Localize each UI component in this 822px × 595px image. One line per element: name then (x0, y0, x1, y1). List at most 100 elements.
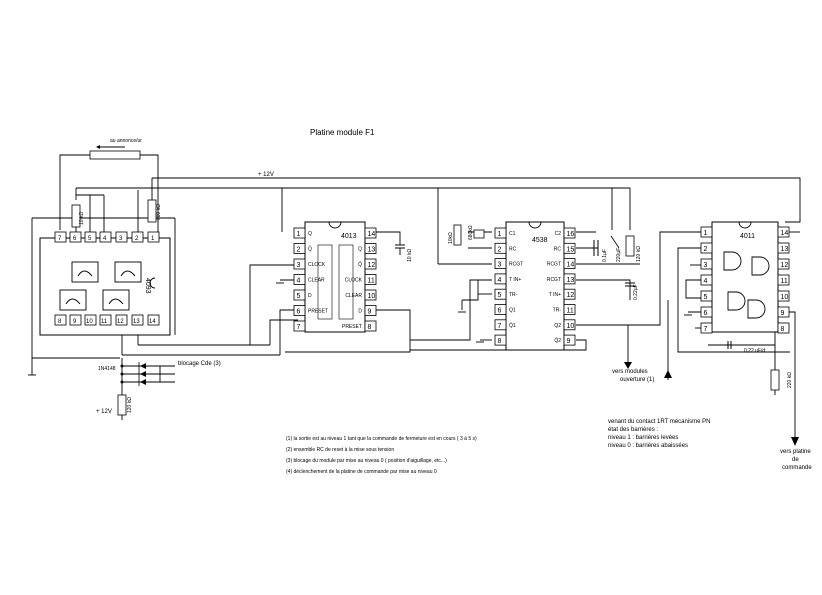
pin-label: 6 (73, 236, 77, 242)
pin-function-label: RC (554, 246, 562, 252)
pin-label: 13 (781, 246, 789, 253)
footnote: (4) déclenchement de la platine de comma… (286, 469, 437, 475)
resistor-4093-a: 10 kΩ (71, 204, 85, 228)
pin (494, 319, 507, 331)
pin-label: 1 (498, 231, 502, 238)
pin-label: 7 (704, 326, 708, 333)
pin (777, 258, 790, 270)
svg-text:vers platine: vers platine (780, 449, 811, 455)
pin (563, 227, 576, 239)
pin-label: 12 (368, 262, 376, 269)
pin (364, 289, 377, 301)
pin-function-label: Q̄1 (509, 322, 516, 329)
pin-label: 10 (567, 323, 575, 330)
pin (364, 320, 377, 332)
arrow-down-icon (791, 437, 799, 446)
pin (293, 289, 306, 301)
pin-function-label: Q1 (509, 308, 516, 314)
chip-name: 4093 (144, 278, 151, 294)
top-resistor: au annonce/ur (89, 138, 142, 160)
pin (494, 258, 507, 270)
pin-label: 7 (297, 324, 301, 331)
pin-label: 13 (567, 277, 575, 284)
footnote: (3) blocage du module par mise au niveau… (286, 458, 447, 464)
pin (563, 288, 576, 300)
pin (494, 242, 507, 254)
pin-label: 16 (567, 231, 575, 238)
pin (563, 334, 576, 346)
diode-icon (140, 371, 146, 377)
pin-label: 10 (86, 319, 93, 325)
pin-function-label: Q̄2 (554, 337, 561, 344)
rc-network-4011: 0,22 uF/d 220 kΩ (727, 341, 793, 391)
pin-function-label: Q (358, 247, 362, 253)
pin (293, 258, 306, 270)
pin (364, 258, 377, 270)
pin-function-label: T IN+ (549, 292, 561, 298)
pin (494, 334, 507, 346)
pin-function-label: D (358, 309, 362, 315)
pin-label: 2 (297, 247, 301, 254)
pin-label: 13 (368, 247, 376, 254)
pin-label: 11 (781, 278, 788, 285)
pin (777, 226, 790, 238)
pin-label: 5 (498, 292, 502, 299)
pin-function-label: T IN+ (509, 277, 521, 283)
svg-text:ouverture (1): ouverture (1) (620, 377, 654, 383)
pin-label: 14 (567, 262, 575, 269)
pin (777, 242, 790, 254)
top-resistor-label: au annonce/ur (110, 138, 142, 144)
svg-text:venant du contact 1RT mécanism: venant du contact 1RT mécanisme PN (608, 419, 711, 425)
pin (777, 290, 790, 302)
pin-label: 8 (368, 324, 372, 331)
svg-text:niveau 0 : barrières abaissées: niveau 0 : barrières abaissées (608, 443, 688, 449)
footnote: (1) la sortie est au niveau 1 tant que l… (286, 436, 477, 442)
supply-label-bottom: + 12V (96, 409, 112, 415)
pin-label: 1 (297, 231, 301, 238)
pin (293, 305, 306, 316)
pin (364, 274, 377, 285)
pin-label: 6 (498, 308, 502, 315)
capacitor-label: 0.1µF (602, 249, 608, 262)
resistor-label: 10 kΩ (407, 249, 413, 262)
resistor-label: 120 kΩ (636, 246, 642, 262)
pin-function-label: RCGT (509, 262, 523, 268)
pin-label: 9 (781, 310, 785, 317)
pin-label: 8 (781, 326, 785, 333)
capacitor-label: 220µF (616, 248, 622, 262)
chip-name: 4538 (532, 237, 548, 244)
vers-platine-label: vers platine de commande (780, 449, 812, 471)
chip-4093: 4093 7 6 5 4 3 2 1 (39, 231, 171, 336)
pin-function-label: C1 (509, 231, 516, 237)
pin (777, 322, 790, 334)
vers-modules-label: vers modules ouverture (1) (612, 369, 654, 383)
pin-label: 7 (498, 323, 502, 330)
pin-label: 2 (135, 236, 139, 242)
svg-text:commande: commande (782, 465, 812, 471)
svg-text:niveau 1 : barrières levées: niveau 1 : barrières levées (608, 435, 678, 441)
pin-label: 14 (149, 319, 156, 325)
resistor-label: 220 kΩ (787, 372, 793, 388)
pin (700, 226, 713, 238)
pin (494, 227, 507, 239)
pin-label: 4 (704, 278, 708, 285)
pin-function-label: CLEAR (345, 293, 362, 299)
pin (563, 304, 576, 315)
pin-label: 6 (704, 310, 708, 317)
pin-label: 11 (368, 278, 375, 285)
pin-label: 7 (58, 236, 62, 242)
pin (777, 274, 790, 286)
pin-label: 13 (133, 319, 140, 325)
resistor-label: 680 kΩ (156, 204, 162, 220)
pin-function-label: RCGT (547, 262, 561, 268)
capacitor-label: 0,22 uF/d (744, 348, 765, 354)
pin (494, 304, 507, 315)
pin (364, 227, 377, 239)
pin-label: 9 (73, 319, 77, 325)
pin-label: 4 (498, 277, 502, 284)
pin-label: 12 (781, 262, 789, 269)
pin-label: 5 (704, 294, 708, 301)
page-title: Platine module F1 (310, 128, 375, 137)
